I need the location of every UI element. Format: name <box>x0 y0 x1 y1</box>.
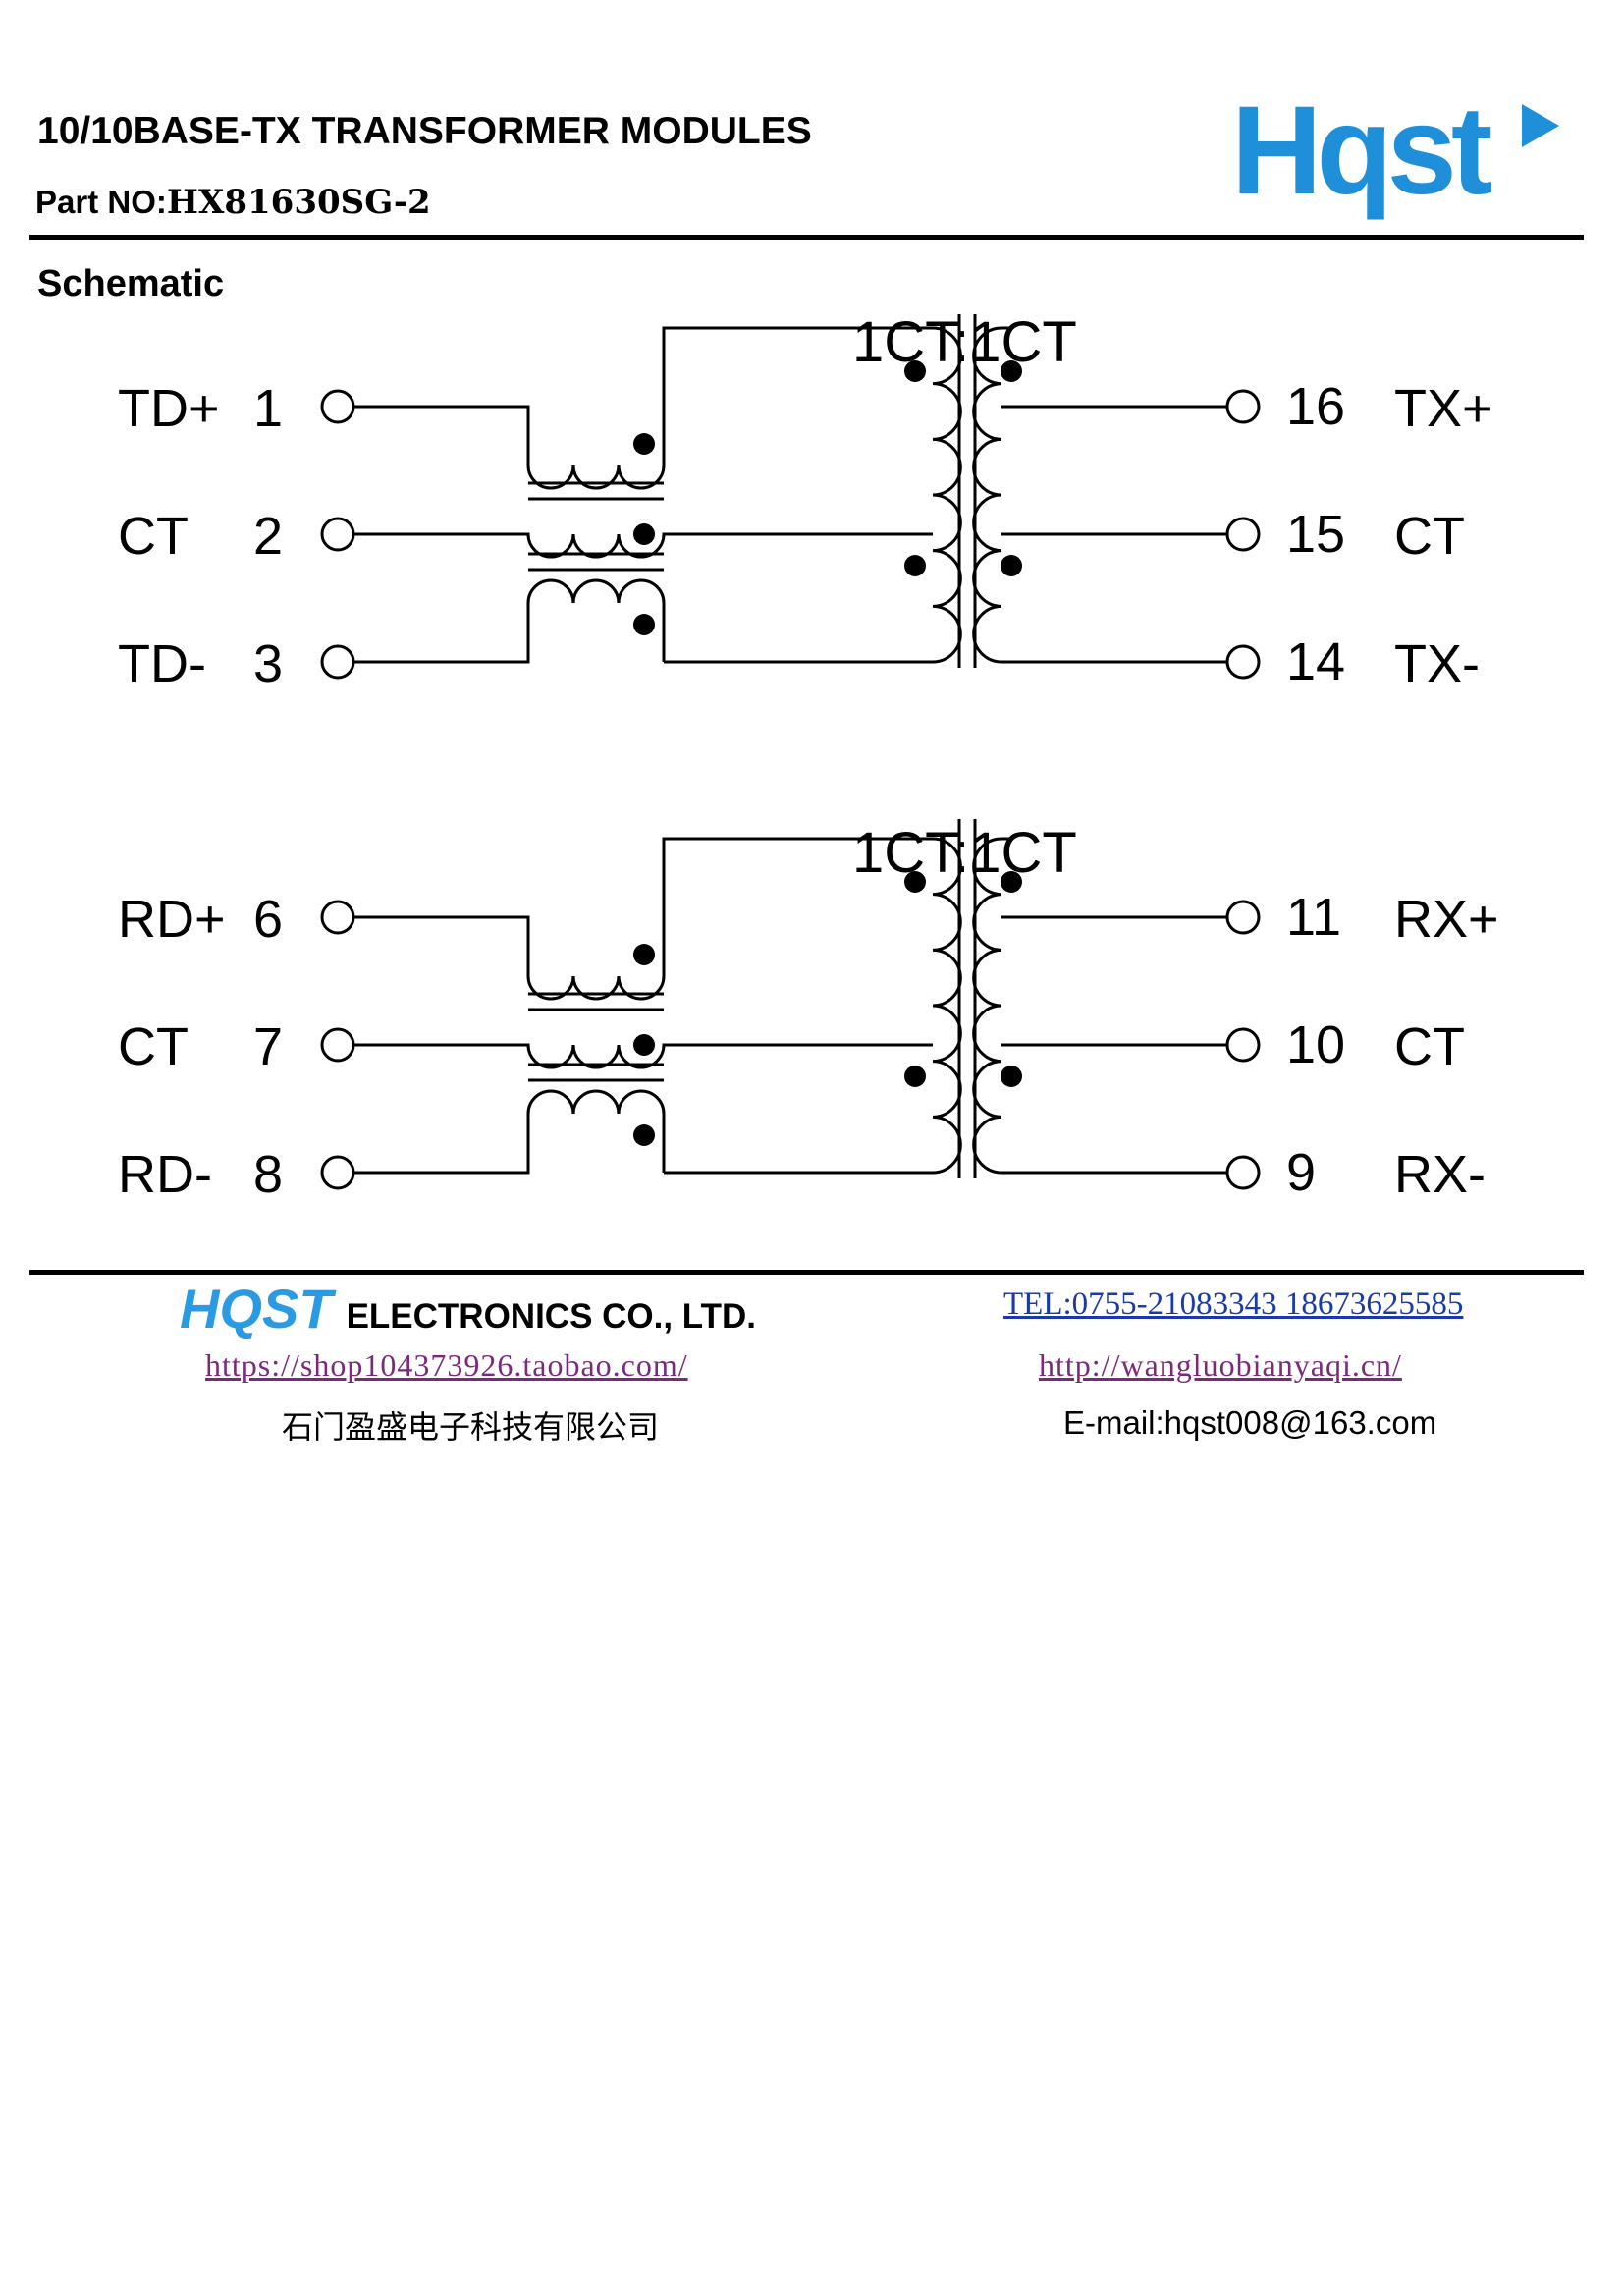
part-number-line: Part NO:HX81630SG-2 <box>35 183 431 222</box>
terminal-left <box>320 517 355 552</box>
polarity-dot <box>633 433 655 455</box>
choke-winding-1 <box>353 405 666 490</box>
right-pin-name: TX- <box>1394 634 1480 693</box>
email-address: E-mail:hqst008@163.com <box>1063 1404 1437 1441</box>
terminal-right <box>1225 900 1261 935</box>
choke-winding-2 <box>353 1043 933 1069</box>
document-title: 10/10BASE-TX TRANSFORMER MODULES <box>37 110 812 152</box>
left-pin-number: 6 <box>253 890 283 949</box>
polarity-dot <box>1001 360 1022 382</box>
terminal-right <box>1225 517 1261 552</box>
polarity-dot <box>1001 555 1022 576</box>
polarity-dot <box>904 555 926 576</box>
transformer-secondary-coil <box>972 837 1002 1175</box>
right-pin-number: 15 <box>1286 505 1345 564</box>
terminal-right <box>1225 1027 1261 1063</box>
terminal-right <box>1225 389 1261 424</box>
polarity-dot <box>633 944 655 965</box>
choke-winding-3 <box>353 1089 666 1175</box>
turns-ratio-label: 1CT:1CT <box>852 821 1077 885</box>
left-pin-number: 1 <box>253 379 283 438</box>
terminal-left <box>320 1155 355 1190</box>
wire <box>662 326 933 407</box>
polarity-dot <box>633 614 655 635</box>
polarity-dot <box>633 523 655 545</box>
right-pin-name: CT <box>1394 1017 1465 1076</box>
wire <box>662 837 933 917</box>
section-title: Schematic <box>37 263 225 304</box>
left-pin-name: TD+ <box>118 379 220 438</box>
turns-ratio-label: 1CT:1CT <box>852 314 1077 374</box>
right-pin-number: 14 <box>1286 632 1345 691</box>
company-brand: HQST <box>180 1278 333 1339</box>
left-pin-name: TD- <box>118 634 206 693</box>
logo-arrow-icon <box>1522 104 1559 147</box>
terminal-right <box>1225 1155 1261 1190</box>
part-number: HX81630SG-2 <box>166 183 431 222</box>
polarity-dot <box>1001 871 1022 893</box>
company-suffix: ELECTRONICS CO., LTD. <box>346 1297 756 1336</box>
left-pin-name: RD- <box>118 1145 212 1204</box>
right-pin-name: CT <box>1394 507 1465 566</box>
choke-winding-2 <box>353 532 933 559</box>
right-pin-name: TX+ <box>1394 379 1493 438</box>
hqst-logo: Hqst <box>1231 90 1559 221</box>
transformer-primary-coil <box>932 837 962 1175</box>
footer-divider <box>29 1270 1584 1275</box>
left-pin-number: 3 <box>253 634 283 693</box>
left-pin-number: 2 <box>253 507 283 566</box>
polarity-dot <box>633 1124 655 1146</box>
polarity-dot <box>904 360 926 382</box>
choke-winding-3 <box>353 578 666 664</box>
right-pin-number: 10 <box>1286 1015 1345 1074</box>
polarity-dot <box>904 871 926 893</box>
choke-winding-1 <box>353 915 666 1001</box>
left-pin-number: 8 <box>253 1145 283 1204</box>
shop-url-link[interactable]: https://shop104373926.taobao.com/ <box>205 1347 688 1383</box>
terminal-right <box>1225 644 1261 680</box>
logo-text: Hqst <box>1231 90 1492 221</box>
polarity-dot <box>1001 1066 1022 1087</box>
right-pin-number: 16 <box>1286 377 1345 436</box>
header-divider <box>29 235 1584 240</box>
transformer-primary-coil <box>932 326 962 664</box>
transformer-secondary-coil <box>972 326 1002 664</box>
chinese-company-name: 石门盈盛电子科技有限公司 <box>282 1408 660 1446</box>
terminal-left <box>320 900 355 935</box>
right-pin-number: 9 <box>1286 1143 1316 1202</box>
left-pin-name: RD+ <box>118 890 226 949</box>
polarity-dot <box>633 1034 655 1056</box>
right-pin-name: RX- <box>1394 1145 1486 1204</box>
schematic-block-bottom: RD+ 6CT 7RD- 8 11 RX+ 10 CT 9 RX- 1CT:1CT <box>118 819 1499 1204</box>
polarity-dot <box>904 1066 926 1087</box>
terminal-left <box>320 644 355 680</box>
left-pin-name: CT <box>118 1017 189 1076</box>
left-pin-name: CT <box>118 507 189 566</box>
schematic-block-top: TD+ 1CT 2TD- 3 16 TX+ 15 CT 14 TX- 1CT:1CT <box>118 314 1493 693</box>
left-pin-number: 7 <box>253 1017 283 1076</box>
terminal-left <box>320 1027 355 1063</box>
website-link[interactable]: http://wangluobianyaqi.cn/ <box>1039 1347 1402 1383</box>
company-name: HQST ELECTRONICS CO., LTD. <box>180 1277 756 1340</box>
right-pin-number: 11 <box>1286 888 1341 947</box>
terminal-left <box>320 389 355 424</box>
part-number-label: Part NO: <box>35 184 167 220</box>
right-pin-name: RX+ <box>1394 890 1499 949</box>
telephone-link[interactable]: TEL:0755-21083343 18673625585 <box>1003 1286 1464 1322</box>
